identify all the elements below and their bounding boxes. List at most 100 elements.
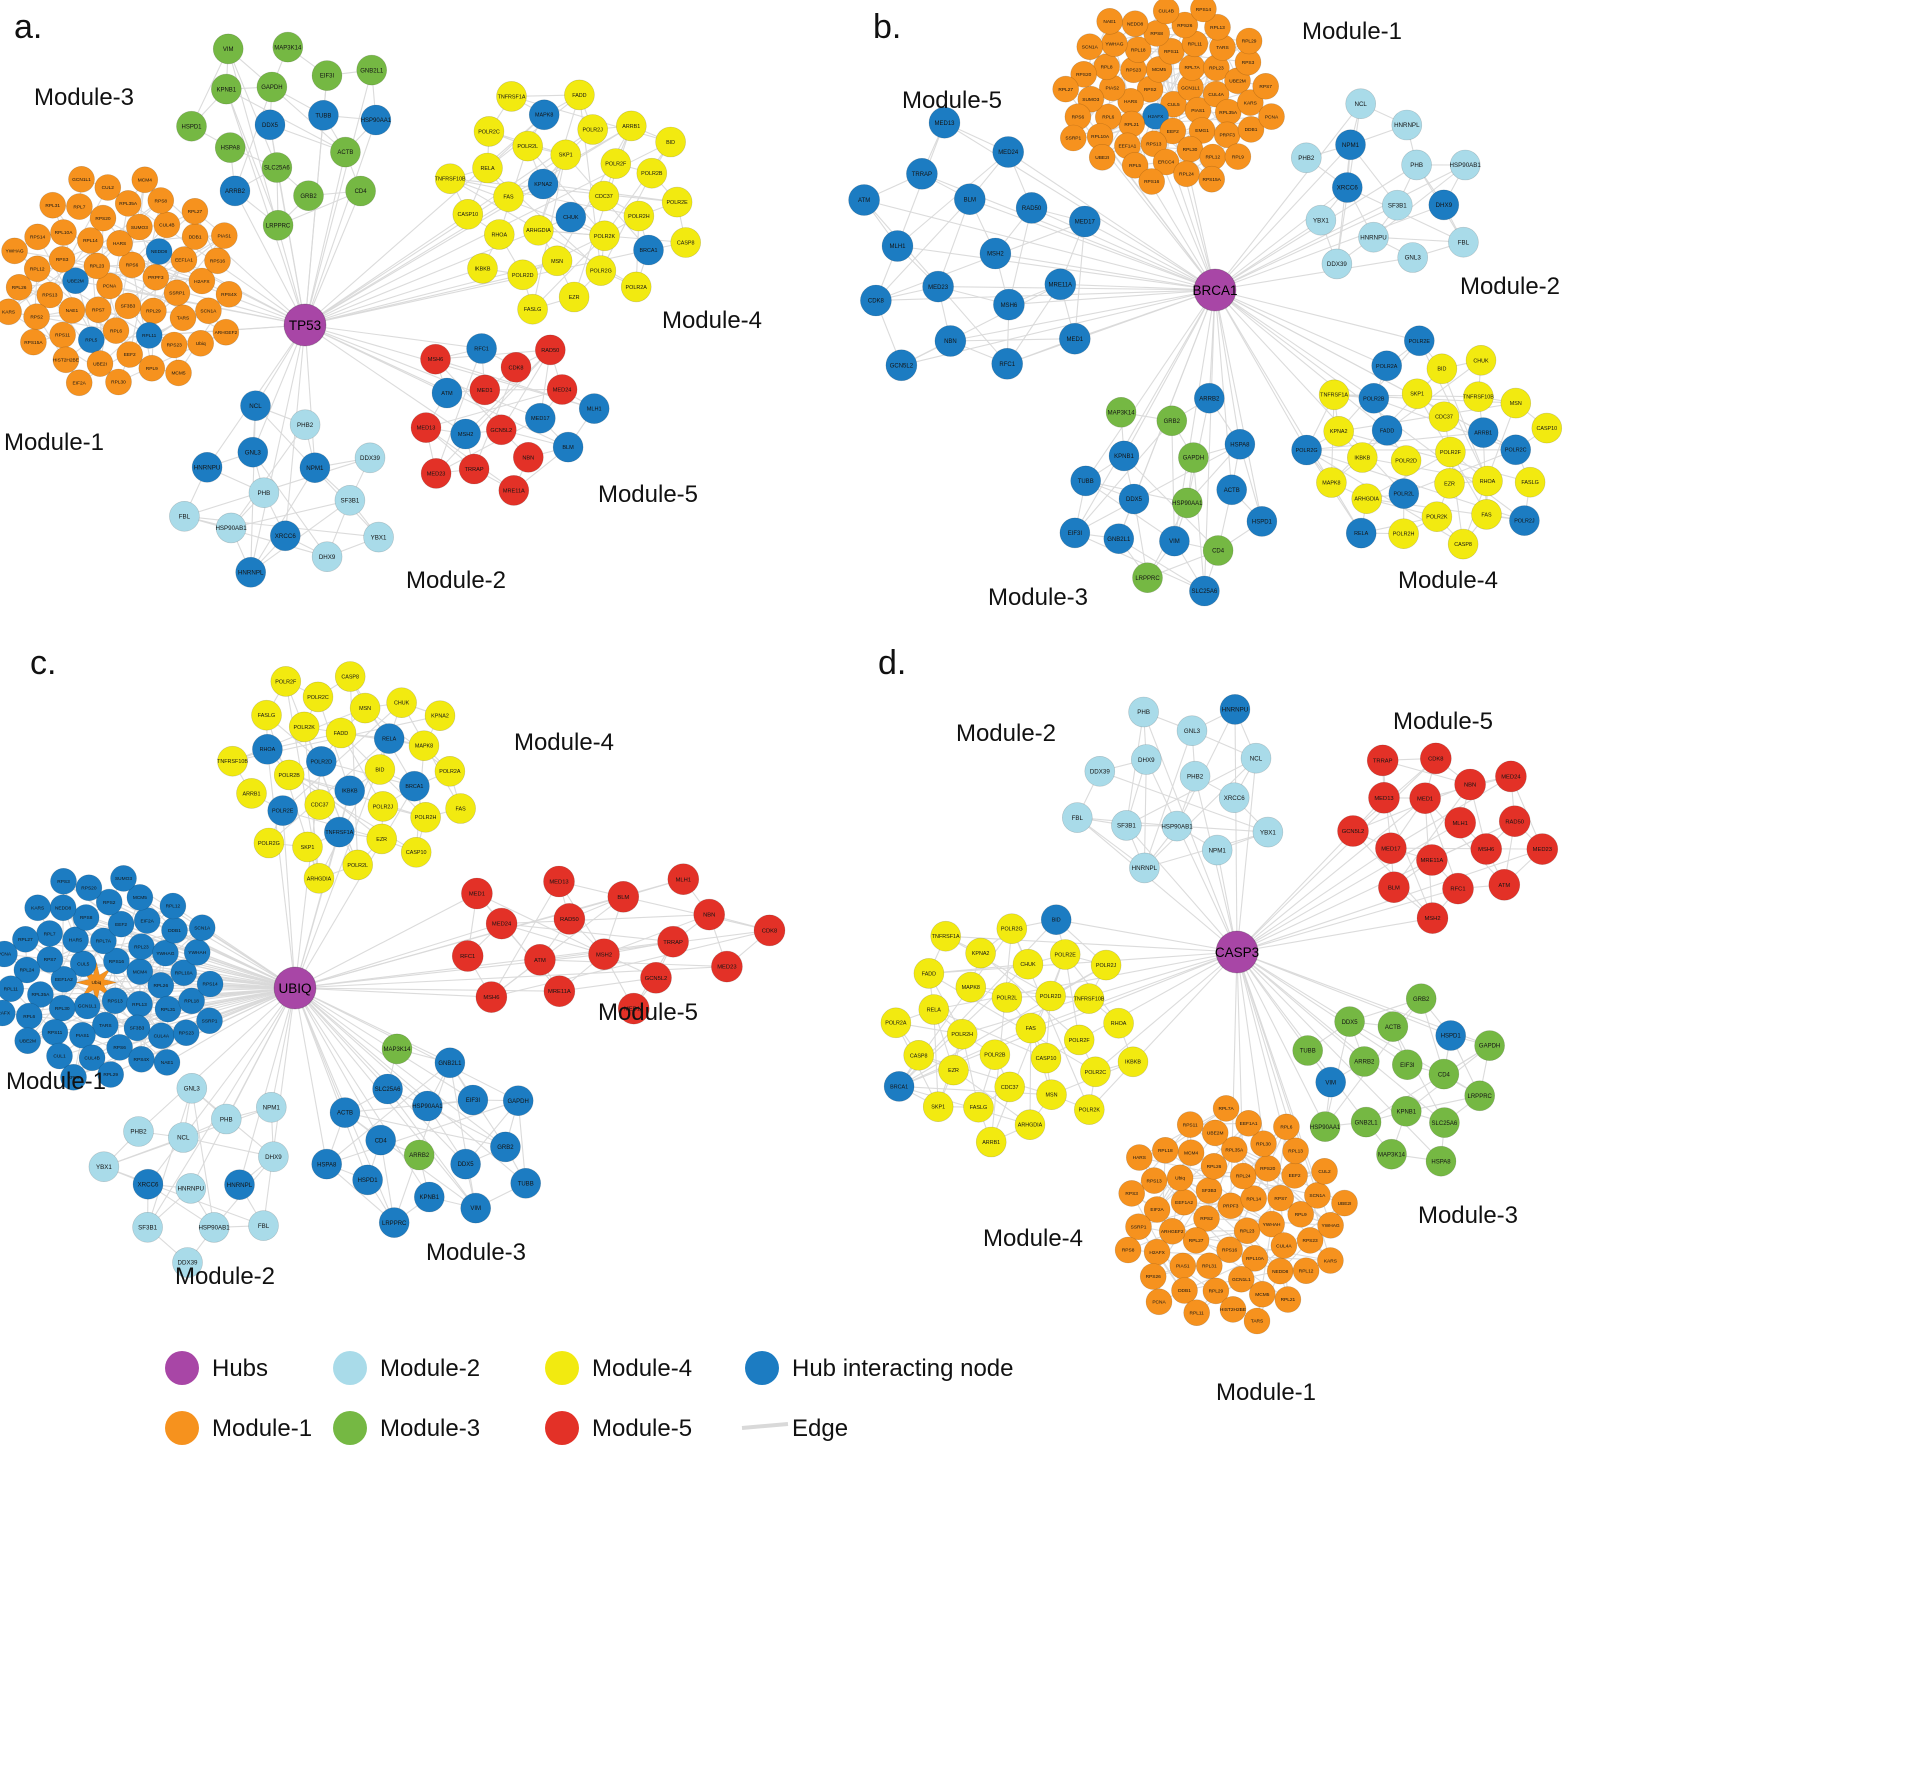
node	[1036, 1079, 1067, 1110]
node-label: MRE11A	[503, 488, 525, 494]
node	[1090, 949, 1122, 981]
node-label: CD4	[1212, 549, 1225, 555]
node-label: YBX1	[371, 534, 387, 541]
node-label: MED1	[1066, 337, 1083, 343]
node	[188, 267, 216, 295]
node-label: DDX5	[262, 123, 279, 129]
node-label: POLR2G	[1001, 927, 1023, 933]
node-label: EIF3I	[320, 74, 335, 80]
node-label: MSN	[1046, 1093, 1058, 1099]
node-label: YWHAG	[1105, 42, 1123, 48]
node-label: RPS23	[1302, 1238, 1318, 1244]
node	[1040, 904, 1072, 936]
node-label: RPL35A	[31, 992, 50, 998]
module-label: Module-5	[598, 999, 698, 1026]
node	[92, 1011, 119, 1039]
node-label: MRE11A	[548, 989, 571, 995]
hub-edge	[1236, 951, 1445, 1124]
node	[564, 79, 595, 111]
node-label: RFC1	[1450, 887, 1465, 893]
node	[1140, 1167, 1168, 1194]
node-label: TRRAP	[1373, 759, 1393, 765]
node	[165, 359, 192, 387]
node	[434, 163, 466, 194]
hub-edge	[1214, 219, 1322, 291]
node	[69, 950, 97, 978]
node	[979, 1039, 1011, 1070]
node	[1304, 1182, 1331, 1209]
node	[1171, 1277, 1198, 1304]
node-label: BLM	[1388, 885, 1400, 891]
node-label: RPS20	[1076, 72, 1092, 78]
node-label: CDC37	[311, 803, 329, 809]
node-label: POLR2F	[275, 679, 297, 685]
node-label: RPS20	[95, 216, 111, 222]
node	[408, 730, 440, 762]
node	[138, 354, 166, 382]
node-label: BID	[375, 767, 384, 773]
node	[1117, 1046, 1149, 1078]
node	[1378, 871, 1410, 904]
node	[248, 477, 280, 509]
node-label: MED17	[624, 1007, 643, 1013]
edge	[227, 48, 278, 168]
node	[938, 1054, 969, 1086]
edge	[326, 1100, 519, 1165]
node	[1118, 483, 1150, 515]
legend-label: Module-5	[592, 1415, 692, 1442]
node	[1345, 88, 1376, 119]
node-label: HSP90AA1	[412, 1104, 443, 1110]
node-label: CASP10	[406, 850, 427, 856]
node-label: IKBKB	[475, 266, 491, 272]
node	[1216, 474, 1247, 506]
node-label: EEF1A1	[175, 257, 193, 263]
module-label: Module-5	[598, 481, 698, 508]
node-label: EZR	[948, 1068, 959, 1074]
edge	[1118, 538, 1205, 592]
node-label: PCNA	[1152, 1300, 1166, 1306]
hub-edge	[294, 987, 527, 1184]
node-label: RPL24	[20, 968, 35, 974]
edge	[326, 1062, 451, 1165]
hub-edge	[1236, 951, 1451, 1037]
node	[1059, 517, 1091, 549]
node	[1416, 902, 1449, 934]
edge	[425, 388, 563, 429]
node	[1252, 73, 1279, 100]
node	[1250, 1130, 1277, 1157]
node	[372, 1073, 403, 1105]
node	[334, 484, 366, 516]
node	[543, 865, 575, 898]
node-label: XRCC6	[275, 533, 297, 540]
legend-label: Hubs	[212, 1355, 268, 1382]
node-label: PRPF3	[148, 275, 164, 281]
node-label: MED23	[928, 285, 949, 291]
node	[1444, 806, 1476, 839]
node-label: RPL31	[161, 1007, 176, 1013]
edge	[1386, 359, 1482, 431]
edge	[147, 1088, 193, 1228]
node	[356, 54, 388, 86]
node-label: POLR2H	[1393, 532, 1415, 538]
node-label: GNB2L1	[438, 1061, 462, 1067]
node	[1228, 1265, 1255, 1293]
node-label: NAE1	[1103, 19, 1116, 25]
node-label: ATM	[858, 198, 870, 204]
node	[1434, 468, 1465, 499]
hub-edge	[995, 252, 1216, 291]
node-label: RPS8	[1122, 1248, 1135, 1254]
node-label: PHB	[220, 1116, 233, 1123]
node-label: SF3B1	[340, 498, 359, 505]
node	[640, 961, 672, 994]
node-label: RPL6	[110, 328, 122, 334]
node	[1331, 1189, 1358, 1217]
node	[69, 1022, 96, 1049]
node-label: RPS20	[81, 886, 97, 892]
node	[1152, 148, 1180, 176]
edge	[1099, 770, 1269, 833]
node	[20, 328, 47, 356]
node-label: LRPPRC	[382, 1221, 407, 1227]
module-label: Module-5	[902, 87, 1002, 114]
hub-edge	[294, 987, 382, 1141]
edge	[476, 893, 605, 955]
